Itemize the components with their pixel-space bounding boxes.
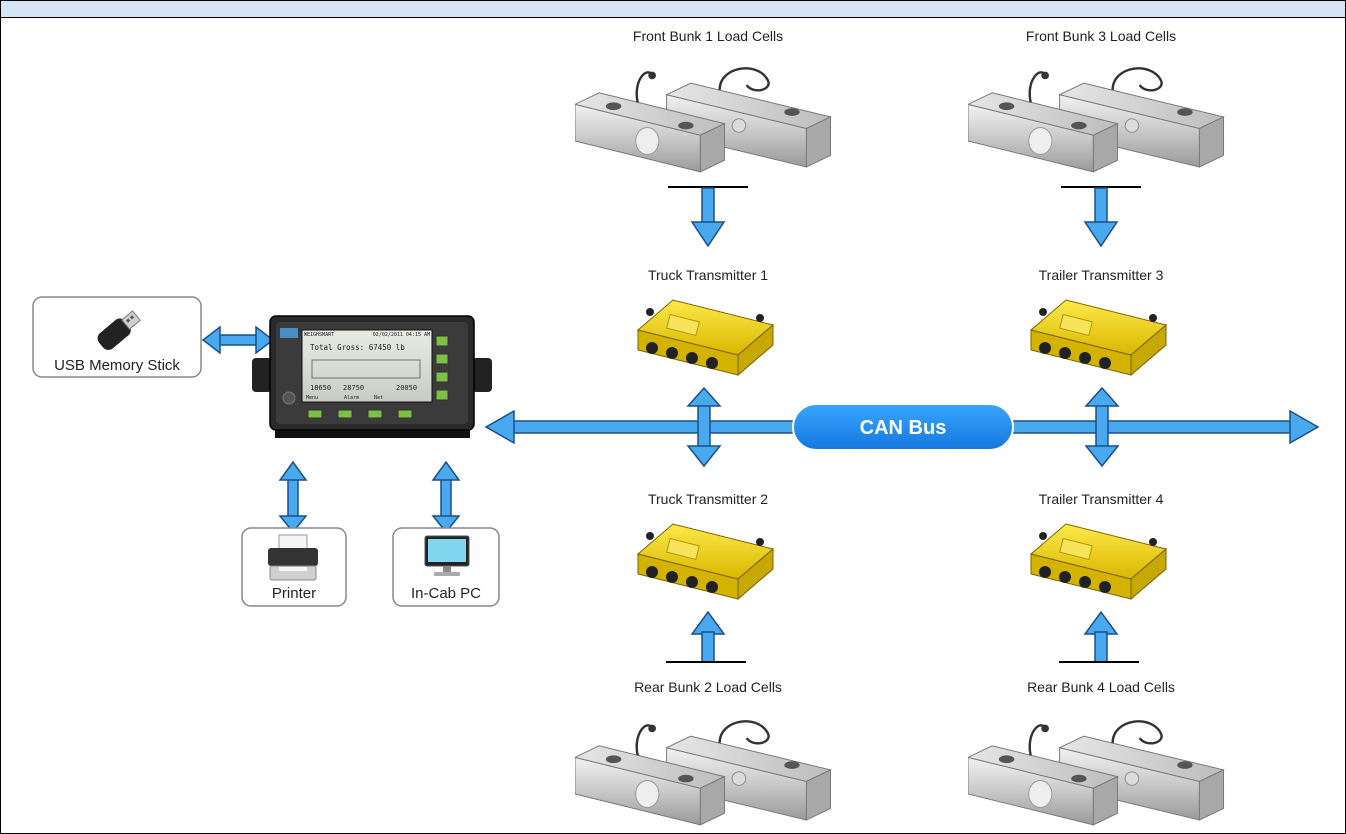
printer-icon xyxy=(268,534,318,581)
header-bar xyxy=(1,1,1345,18)
front-bunk-1-load-cells xyxy=(575,67,832,173)
display-value-3: 20050 xyxy=(396,384,417,392)
usb-label: USB Memory Stick xyxy=(54,357,180,374)
weighing-indicator: WEIGHSMART 02/02/2011 04:15 AM Total Gro… xyxy=(252,315,492,438)
display-brand: WEIGHSMART xyxy=(304,332,334,338)
front-bunk-3-load-cells xyxy=(968,67,1225,173)
front-bunk-1-arrow xyxy=(668,186,748,248)
rear-bunk-4-arrow xyxy=(1059,610,1139,663)
can-bus-label: CAN Bus xyxy=(860,417,947,439)
rear-bunk-2-arrow xyxy=(666,610,746,663)
rear-bunk-4-label: Rear Bunk 4 Load Cells xyxy=(1027,679,1175,695)
monitor-icon xyxy=(424,535,470,576)
truck-transmitter-1 xyxy=(637,299,774,376)
printer-arrow xyxy=(278,460,308,534)
rear-bunk-4-load-cells xyxy=(968,720,1225,826)
trailer-transmitter-4 xyxy=(1030,523,1167,600)
display-value-1: 18650 xyxy=(310,384,331,392)
front-bunk-3-label: Front Bunk 3 Load Cells xyxy=(1026,28,1176,44)
usb-icon xyxy=(97,310,141,350)
front-bunk-3-arrow xyxy=(1061,186,1141,248)
rear-bunk-2-label: Rear Bunk 2 Load Cells xyxy=(634,679,782,695)
trailer-transmitter-3-bus-arrow xyxy=(1084,386,1120,468)
trailer-transmitter-4-label: Trailer Transmitter 4 xyxy=(1039,491,1164,507)
trailer-transmitter-3-label: Trailer Transmitter 3 xyxy=(1039,267,1164,283)
display-menu-3: Net xyxy=(374,395,383,401)
display-gross: Total Gross: 67450 lb xyxy=(310,343,405,352)
truck-transmitter-1-label: Truck Transmitter 1 xyxy=(648,267,768,283)
front-bunk-1-label: Front Bunk 1 Load Cells xyxy=(633,28,783,44)
pc-arrow xyxy=(431,460,461,534)
display-menu-2: Alarm xyxy=(344,395,359,401)
display-value-2: 28750 xyxy=(343,384,364,392)
display-menu-1: Menu xyxy=(306,395,318,401)
trailer-transmitter-3 xyxy=(1030,299,1167,376)
rear-bunk-2-load-cells xyxy=(575,720,832,826)
in-cab-pc-label: In-Cab PC xyxy=(411,585,481,602)
usb-arrow xyxy=(201,325,275,355)
can-bus-pill: CAN Bus xyxy=(792,403,1014,451)
truck-transmitter-2-label: Truck Transmitter 2 xyxy=(648,491,768,507)
in-cab-pc-box: In-Cab PC xyxy=(392,527,500,607)
truck-transmitter-2 xyxy=(637,523,774,600)
printer-label: Printer xyxy=(272,585,316,602)
display-header: 02/02/2011 04:15 AM xyxy=(373,332,430,338)
printer-box: Printer xyxy=(241,527,347,607)
truck-transmitter-1-bus-arrow xyxy=(686,386,722,468)
usb-memory-stick-box: USB Memory Stick xyxy=(32,296,202,378)
